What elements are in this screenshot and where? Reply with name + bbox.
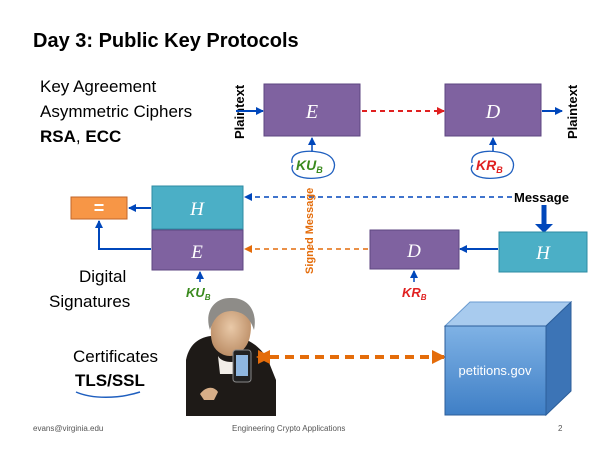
key-kr-top: KRB <box>476 157 503 175</box>
hash-box-right <box>498 231 588 273</box>
server-cube <box>443 300 573 417</box>
equals-box <box>70 196 128 220</box>
verify-encrypt-label: E <box>190 242 203 263</box>
arrow-tls-head-left <box>256 350 270 364</box>
decrypt-box <box>444 83 542 137</box>
plaintext-right-label: Plaintext <box>565 84 580 139</box>
handwritten-underline <box>75 391 141 398</box>
portrait-figure <box>186 297 276 416</box>
encrypt-label: E <box>305 101 318 123</box>
arrow-message-to-right-hash-head <box>535 224 553 233</box>
hash-box-left <box>151 185 244 230</box>
hash-label-left: H <box>189 199 205 220</box>
handwritten-circle-ku <box>291 150 336 179</box>
topic-certificates: Certificates <box>73 347 159 366</box>
encrypt-box <box>263 83 361 137</box>
topic-tls-ssl: TLS/SSL <box>75 371 145 390</box>
handwritten-circle-kr <box>470 150 515 179</box>
topic-ecc: ECC <box>85 127 122 146</box>
topic-rsa: RSA <box>40 127 76 146</box>
topic-asymmetric-ciphers: Asymmetric Ciphers <box>40 102 193 121</box>
key-ku-top: KUB <box>296 157 323 175</box>
equals-symbol: = <box>94 198 105 218</box>
arrow-verify-to-equals <box>95 220 151 250</box>
footer-course: Engineering Crypto Applications <box>232 424 346 433</box>
sign-decrypt-box <box>369 229 460 270</box>
topic-comma: , <box>75 127 86 146</box>
slide-title: Day 3: Public Key Protocols <box>33 30 299 52</box>
topic-key-agreement: Key Agreement <box>40 77 157 96</box>
message-label: Message <box>514 190 569 205</box>
hash-label-right: H <box>535 243 551 264</box>
key-kr-bottom: KRB <box>402 285 427 302</box>
topic-algorithms: RSA, ECC <box>40 126 121 148</box>
website-label: petitions.gov <box>459 363 532 378</box>
footer-email: evans@virginia.edu <box>33 424 104 433</box>
footer-page-number: 2 <box>558 424 563 433</box>
phone-icon <box>232 349 252 383</box>
sign-decrypt-label: D <box>406 241 421 262</box>
key-ku-bottom: KUB <box>186 285 211 302</box>
verify-encrypt-box <box>151 229 244 271</box>
topic-signatures: Signatures <box>49 292 131 311</box>
decrypt-label: D <box>485 101 501 123</box>
topic-digital: Digital <box>79 267 127 286</box>
signed-message-label: Signed Message <box>304 188 316 274</box>
